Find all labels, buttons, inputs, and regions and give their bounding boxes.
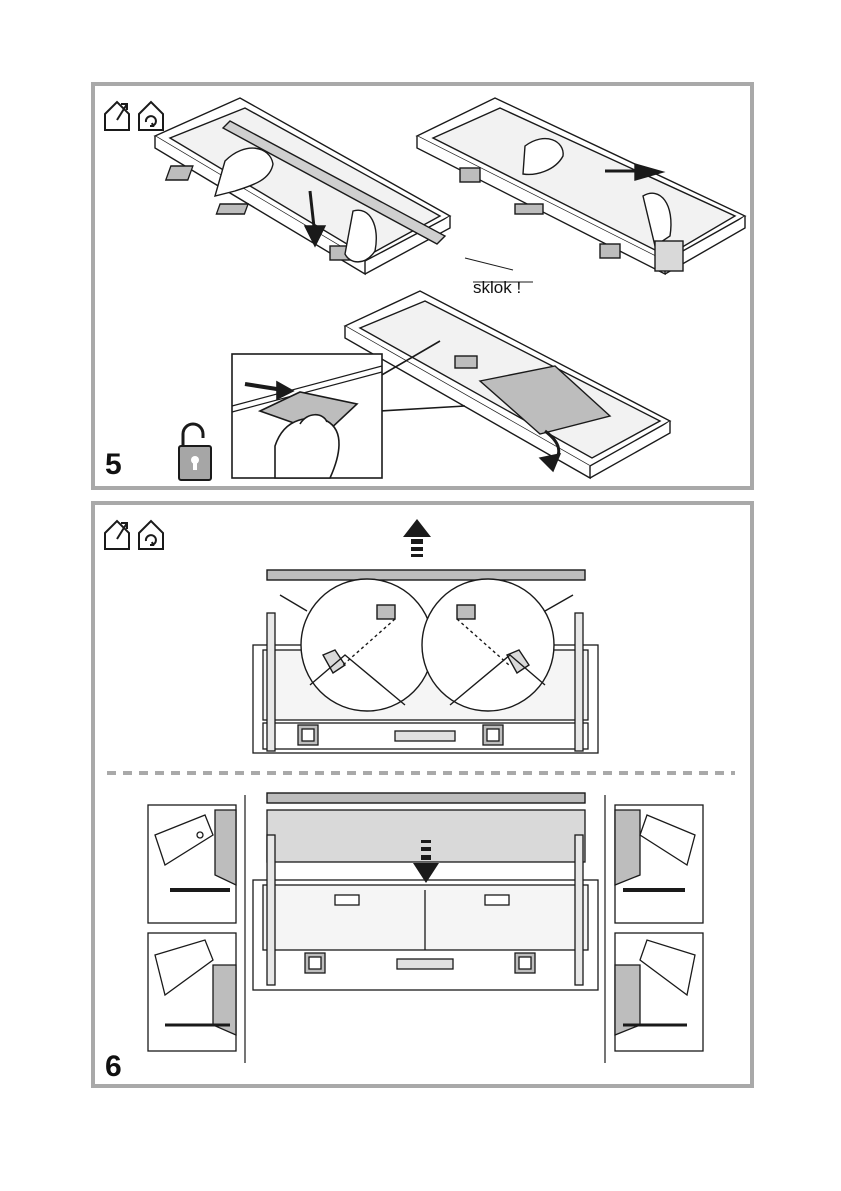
hood-drawing-bottom: [345, 291, 670, 478]
house-recirculation-icon: [139, 102, 163, 130]
step-6-panel: 6: [91, 501, 754, 1088]
detail-box-left-bottom: [148, 933, 236, 1051]
detail-box-right-bottom: [615, 933, 703, 1051]
arrow-up-icon: [403, 519, 431, 557]
detail-box-left-top: [148, 805, 236, 923]
house-vent-out-icon: [105, 102, 129, 130]
step-6-number: 6: [105, 1050, 122, 1084]
house-recirculation-icon: [139, 521, 163, 549]
hood-drawing-top-left: [155, 98, 450, 274]
step-5-panel: sklok ! 5: [91, 82, 754, 490]
detail-box-right-top: [615, 805, 703, 923]
hood-drawing-top-right: [417, 98, 745, 274]
house-vent-out-icon: [105, 521, 129, 549]
step-5-illustration: [95, 86, 750, 486]
caption-leader-line: [465, 258, 513, 270]
step-5-number: 5: [105, 448, 122, 482]
click-sound-caption: sklok !: [473, 278, 521, 298]
hood-front-view-bottom: [253, 810, 598, 990]
step-6-illustration: [95, 505, 750, 1084]
glass-panel-bar-top: [267, 570, 585, 580]
unlock-padlock-icon: [179, 424, 211, 480]
glass-panel-bar-bottom: [267, 793, 585, 803]
